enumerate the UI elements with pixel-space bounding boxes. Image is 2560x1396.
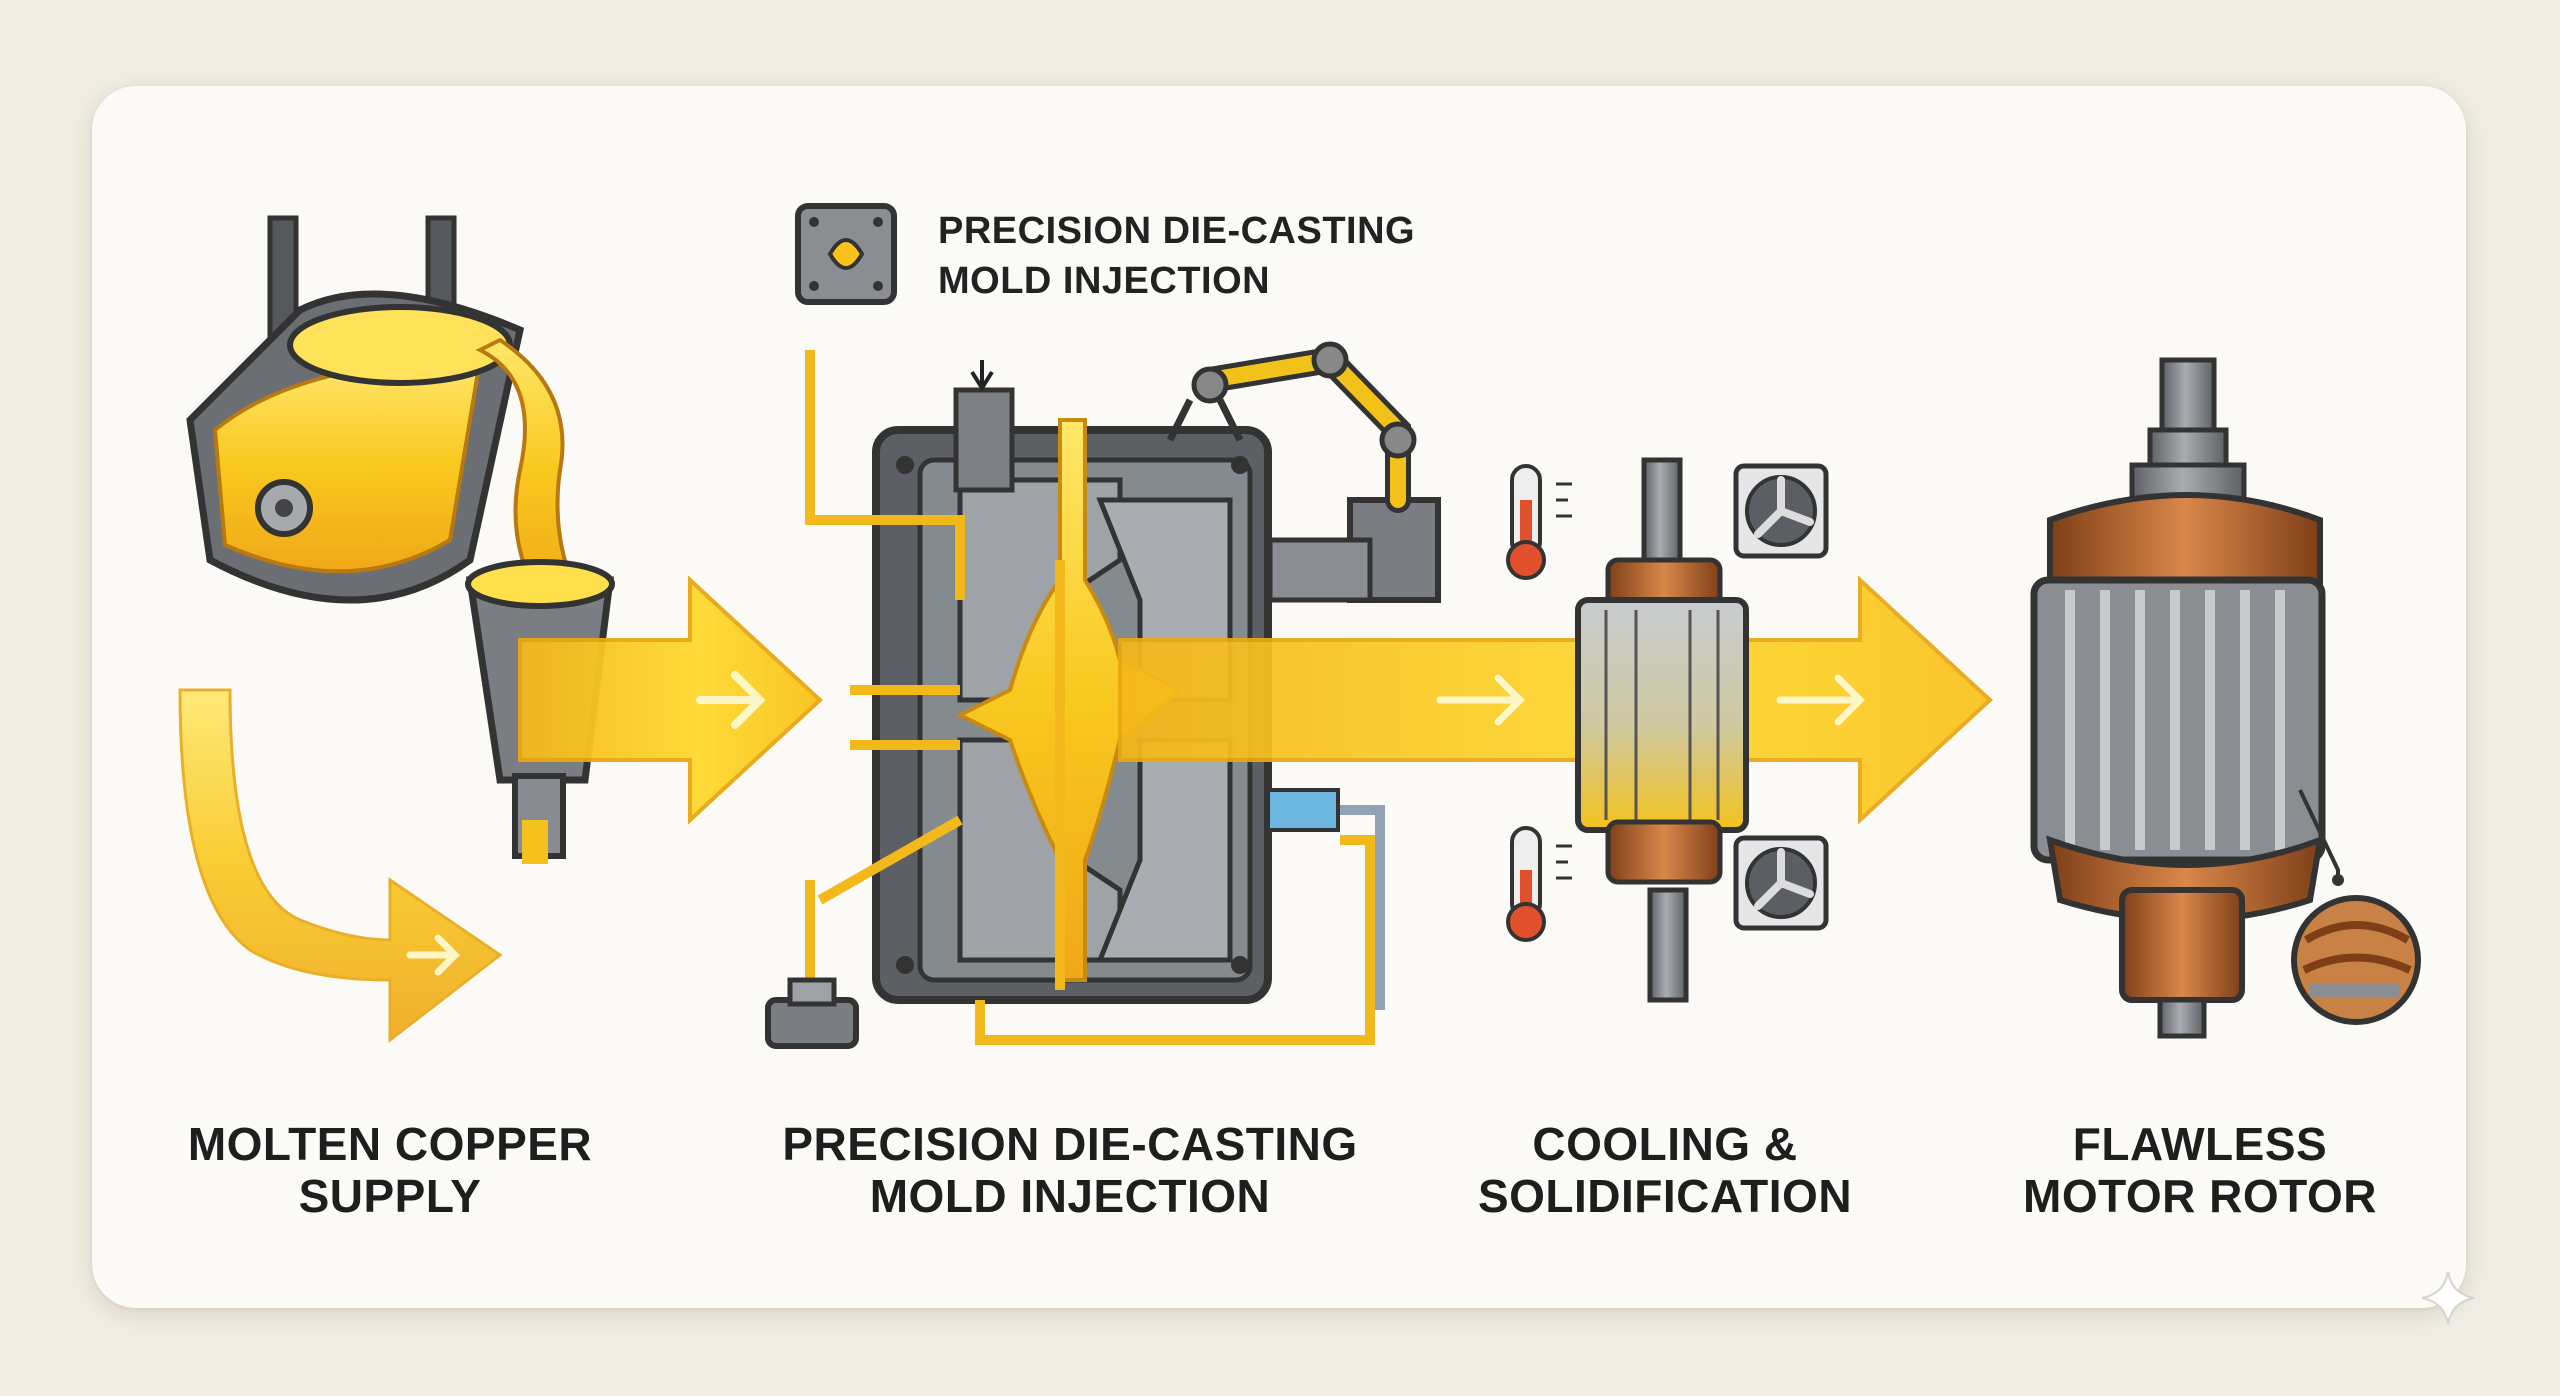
ladle-icon (186, 215, 525, 604)
mold-label-icon (795, 203, 897, 305)
step-caption-line2: SOLIDIFICATION (1477, 1170, 1853, 1222)
coolant-pipes-steel (1340, 805, 1385, 1010)
step-caption-line2: MOLD INJECTION (869, 1170, 1271, 1222)
rotor-icon (1575, 457, 1749, 1003)
arrow-to-mold (518, 575, 823, 825)
curved-overflow-arrow (178, 688, 503, 1044)
magnifier-detail-icon (2291, 789, 2421, 1025)
step-caption-motor-rotor: FLAWLESS MOTOR ROTOR (1990, 1118, 2410, 1222)
step-caption-line1: FLAWLESS (2072, 1118, 2328, 1170)
step-caption-line1: MOLTEN COPPER (187, 1118, 593, 1170)
motor-rotor-icon (2030, 357, 2326, 1039)
main-flow-arrow (1118, 575, 1993, 825)
mold-injection-label: PRECISION DIE-CASTING MOLD INJECTION (938, 206, 1415, 306)
cooling-fan-icon (1733, 835, 1829, 931)
step-caption-cooling: COOLING & SOLIDIFICATION (1450, 1118, 1880, 1222)
sparkle-icon (2421, 1271, 2475, 1325)
step-caption-molten-copper: MOLTEN COPPER SUPPLY (170, 1118, 610, 1222)
step-caption-line1: PRECISION DIE-CASTING (782, 1118, 1358, 1170)
mold-label-line1: PRECISION DIE-CASTING (938, 210, 1416, 252)
step-caption-line2: MOTOR ROTOR (2023, 1170, 2377, 1222)
cooling-fan-icon (1733, 463, 1829, 559)
arrow-chevron-white (696, 671, 766, 729)
thermometer-icon (1506, 826, 1572, 942)
mold-label-line2: MOLD INJECTION (938, 260, 1271, 302)
pump-base (765, 977, 859, 1049)
step-caption-line2: SUPPLY (298, 1170, 482, 1222)
step-caption-line1: COOLING & (1532, 1118, 1798, 1170)
step-caption-die-casting: PRECISION DIE-CASTING MOLD INJECTION (770, 1118, 1370, 1222)
thermometer-icon (1506, 464, 1572, 580)
robot-arm-icon (1166, 341, 1441, 603)
